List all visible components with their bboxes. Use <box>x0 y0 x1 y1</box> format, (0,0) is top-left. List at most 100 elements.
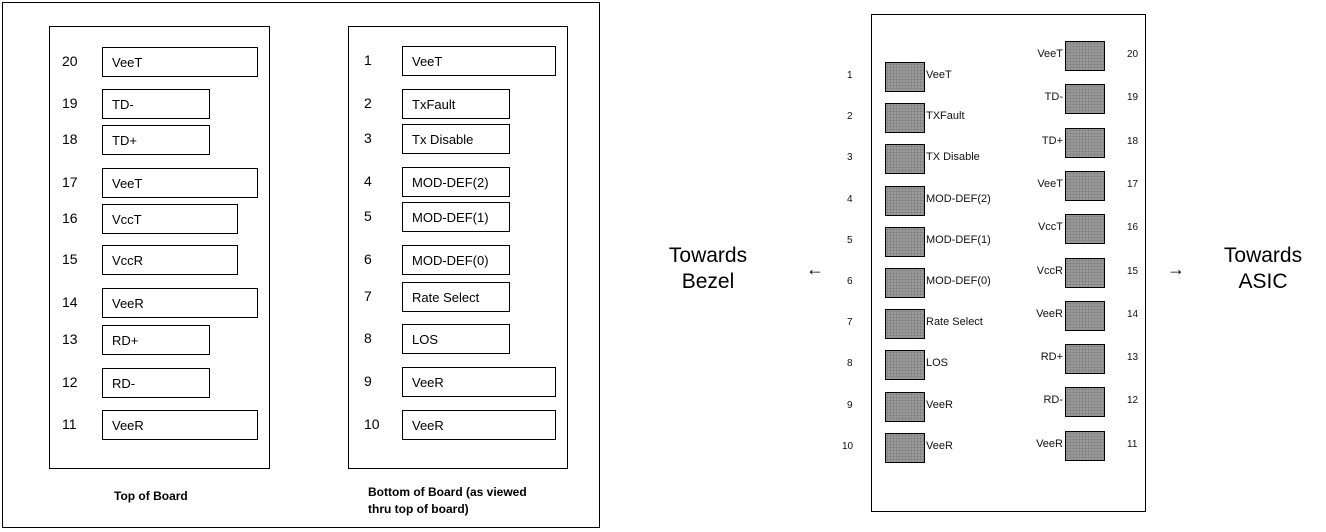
towards-asic-arrow-icon: → <box>1167 259 1185 279</box>
pad-number: 3 <box>847 152 853 164</box>
pin-signal-box: VeeT <box>102 168 258 198</box>
towards-asic-line1: Towards <box>1223 244 1303 267</box>
contact-pad <box>1065 344 1105 375</box>
pin-number: 15 <box>62 251 78 267</box>
pad-label: VeeT <box>1037 177 1063 190</box>
pad-label: VeeT <box>926 69 952 81</box>
towards-bezel-label: Towards Bezel <box>658 243 758 295</box>
pin-number: 7 <box>364 288 372 304</box>
contact-pad <box>885 62 925 92</box>
pad-number: 11 <box>1127 438 1138 450</box>
pad-label: VeeR <box>926 398 953 411</box>
contact-pad <box>1065 214 1105 245</box>
pin-number: 18 <box>62 131 78 147</box>
contact-pad <box>885 432 925 463</box>
pin-signal-box: VeeT <box>402 46 556 76</box>
pin-number: 19 <box>62 95 78 111</box>
contact-pad <box>1065 387 1105 418</box>
contact-pad <box>885 268 925 298</box>
pad-label: MOD-DEF(2) <box>926 192 991 205</box>
contact-pad <box>1065 257 1105 288</box>
pad-label: TX Disable <box>926 151 980 164</box>
pad-label: Rate Select <box>926 316 983 329</box>
left-diagram-frame <box>2 2 600 528</box>
pad-number: 16 <box>1127 222 1139 234</box>
pad-number: 6 <box>847 276 853 287</box>
contact-pad <box>885 103 925 134</box>
towards-asic-line2: ASIC <box>1238 270 1288 293</box>
pin-number: 13 <box>62 331 78 347</box>
pin-signal-box: TxFault <box>402 89 510 119</box>
pin-signal-box: VeeR <box>402 367 556 397</box>
pin-signal-box: VeeT <box>102 47 258 77</box>
pad-number: 9 <box>847 399 853 411</box>
pad-number: 20 <box>1127 49 1139 60</box>
pad-number: 18 <box>1127 135 1139 147</box>
pin-number: 16 <box>62 210 78 226</box>
top-of-board-caption: Top of Board <box>114 489 188 503</box>
pin-signal-box: MOD-DEF(0) <box>402 245 510 275</box>
pad-number: 2 <box>847 111 853 123</box>
pad-number: 10 <box>842 440 854 452</box>
pad-label: MOD-DEF(0) <box>926 275 991 287</box>
pad-number: 7 <box>847 317 853 329</box>
pin-signal-box: Rate Select <box>402 282 510 312</box>
pad-label: VccT <box>1037 221 1063 234</box>
pad-number: 13 <box>1127 352 1139 364</box>
pad-number: 15 <box>1127 265 1139 277</box>
pin-number: 20 <box>62 53 78 69</box>
pad-number: 5 <box>847 234 853 246</box>
contact-pad <box>1065 84 1105 115</box>
bottom-of-board-panel <box>348 26 568 469</box>
pin-number: 6 <box>364 251 372 267</box>
pad-label: VeeR <box>926 439 953 452</box>
pin-signal-box: TD+ <box>102 125 210 155</box>
pin-signal-box: LOS <box>402 324 510 354</box>
pad-label: MOD-DEF(1) <box>926 233 991 246</box>
pin-number: 5 <box>364 208 372 224</box>
pad-label: VeeR <box>1036 437 1063 450</box>
pad-number: 4 <box>847 193 853 205</box>
pin-signal-box: RD- <box>102 368 210 398</box>
towards-bezel-arrow-icon: ← <box>806 259 824 279</box>
contact-pad <box>885 185 925 216</box>
pin-number: 9 <box>364 373 372 389</box>
pad-label: VeeT <box>1037 48 1063 60</box>
contact-pad <box>885 226 925 257</box>
pin-number: 12 <box>62 374 78 390</box>
pin-number: 3 <box>364 130 372 146</box>
pad-number: 14 <box>1127 308 1139 320</box>
pad-label: TXFault <box>926 110 965 123</box>
bottom-of-board-caption-line1: Bottom of Board (as viewed <box>368 485 527 499</box>
pin-signal-box: VccT <box>102 204 238 234</box>
contact-pad <box>885 350 925 381</box>
pin-signal-box: Tx Disable <box>402 124 510 154</box>
pin-number: 11 <box>62 416 77 432</box>
pad-number: 19 <box>1127 92 1139 104</box>
connector-outline <box>871 14 1146 512</box>
pad-number: 8 <box>847 358 853 370</box>
towards-bezel-line1: Towards <box>668 244 748 267</box>
pad-number: 12 <box>1127 395 1139 407</box>
pin-signal-box: TD- <box>102 89 210 119</box>
pin-signal-box: VeeR <box>102 410 258 440</box>
top-of-board-panel <box>49 26 270 469</box>
towards-asic-label: Towards ASIC <box>1210 243 1316 295</box>
pin-signal-box: MOD-DEF(2) <box>402 167 510 197</box>
contact-pad <box>885 309 925 340</box>
pin-number: 2 <box>364 95 372 111</box>
pad-label: LOS <box>926 357 949 370</box>
pin-number: 10 <box>364 416 380 432</box>
contact-pad <box>1065 430 1105 461</box>
pin-number: 4 <box>364 173 372 189</box>
pin-signal-box: VeeR <box>402 410 556 440</box>
pad-label: TD+ <box>1041 134 1063 147</box>
pad-number: 1 <box>847 70 853 81</box>
pin-signal-box: VeeR <box>102 288 258 318</box>
pin-number: 17 <box>62 174 78 190</box>
pin-signal-box: VccR <box>102 245 238 275</box>
pad-label: VccR <box>1036 264 1063 277</box>
pad-label: VeeR <box>1036 307 1063 320</box>
contact-pad <box>1065 300 1105 331</box>
contact-pad <box>1065 41 1105 71</box>
